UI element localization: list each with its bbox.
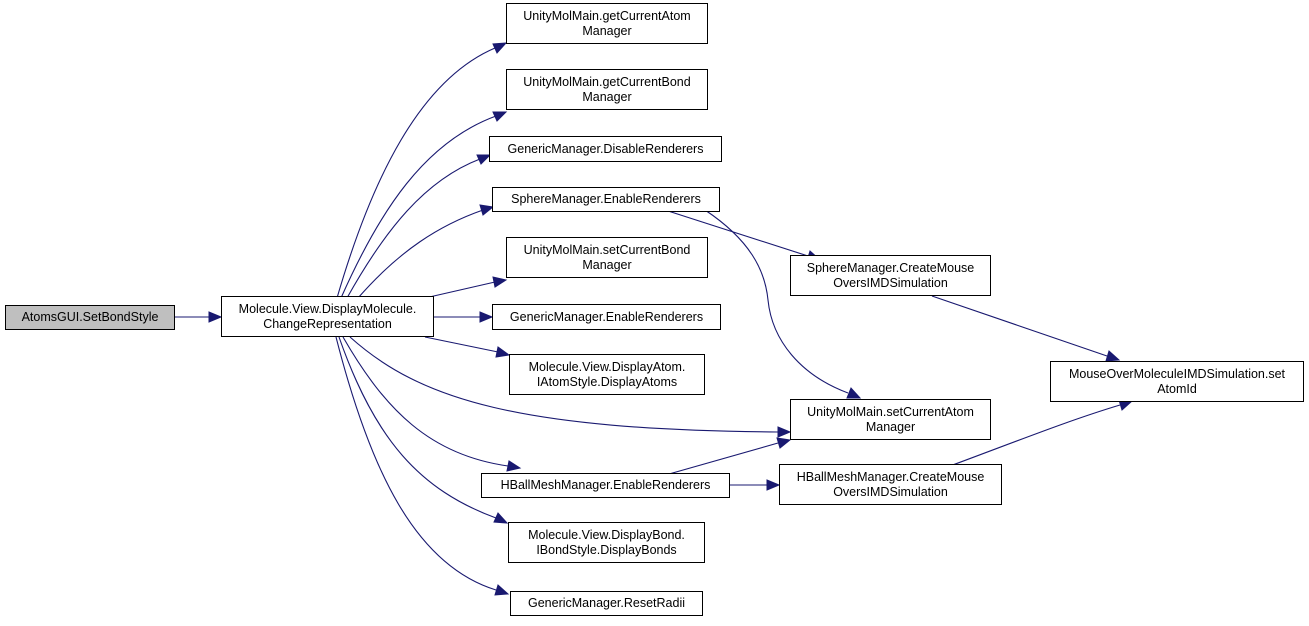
node-label-line: MouseOverMoleculeIMDSimulation.set [1068,366,1286,381]
edge-arrowhead [846,387,862,399]
node-label-line: HBallMeshManager.EnableRenderers [500,478,711,492]
node-label-line: Manager [582,23,632,38]
node-display-atoms[interactable]: Molecule.View.DisplayAtom. IAtomStyle.Di… [509,354,705,395]
node-label-line: OversIMDSimulation [833,275,948,290]
edge-change-representation-to-sphere-enable-renderers [357,209,484,299]
edge-arrowhead [495,346,511,358]
edge-change-representation-to-display-bonds [338,336,497,519]
node-label-line: Manager [582,257,632,272]
edge-arrowhead [492,111,508,122]
edge-change-representation-to-disable-renderers [346,158,481,299]
node-label-line: Manager [582,89,632,104]
edge-change-representation-to-get-current-atom-manager [336,47,496,299]
node-atomsgui-setbondstyle: AtomsGUI.SetBondStyle [5,305,175,330]
edge-arrowhead [506,460,522,472]
node-hball-enable-renderers[interactable]: HBallMeshManager.EnableRenderers [481,473,730,498]
edge-arrowhead [766,479,781,491]
edge-change-representation-to-display-atoms [424,336,499,353]
node-display-bonds[interactable]: Molecule.View.DisplayBond. IBondStyle.Di… [508,522,705,563]
edge-arrowhead [476,154,492,165]
node-label-line: GenericManager.DisableRenderers [507,141,704,156]
node-label-line: AtomId [1157,381,1197,396]
edge-sphere-enable-to-sphere-create [664,209,809,257]
edge-sphere-create-to-set-atom-id [931,295,1108,357]
edge-change-representation-to-get-current-bond-manager [340,115,497,299]
node-get-current-atom-manager[interactable]: UnityMolMain.getCurrentAtom Manager [506,3,708,44]
node-label-line: SphereManager.CreateMouse [806,260,975,275]
node-label-line: UnityMolMain.setCurrentBond [523,242,691,257]
node-label-line: Molecule.View.DisplayAtom. [528,359,686,374]
edge-sphere-enable-to-set-current-atom-manager [704,209,849,394]
edge-hball-enable-to-set-current-atom-manager [661,442,779,477]
node-label-line: UnityMolMain.setCurrentAtom [807,404,974,419]
node-generic-enable-renderers[interactable]: GenericManager.EnableRenderers [492,304,721,330]
node-set-atom-id[interactable]: MouseOverMoleculeIMDSimulation.set AtomI… [1050,361,1304,402]
node-label-line: OversIMDSimulation [833,484,948,499]
edge-arrowhead [777,426,792,438]
node-set-current-atom-manager[interactable]: UnityMolMain.setCurrentAtom Manager [790,399,991,440]
edge-change-representation-to-set-current-bond-manager [424,281,496,299]
node-set-current-bond-manager[interactable]: UnityMolMain.setCurrentBond Manager [506,237,708,278]
node-label-line: SphereManager.EnableRenderers [511,192,701,206]
node-hball-create-mouseovers[interactable]: HBallMeshManager.CreateMouse OversIMDSim… [779,464,1002,505]
node-label-line: UnityMolMain.getCurrentAtom [523,8,691,23]
node-label-line: GenericManager.EnableRenderers [509,309,704,324]
edge-hball-create-to-set-atom-id [949,404,1121,467]
node-sphere-create-mouseovers[interactable]: SphereManager.CreateMouse OversIMDSimula… [790,255,991,296]
edge-arrowhead [208,311,223,323]
node-label-line: AtomsGUI.SetBondStyle [21,310,159,324]
edge-arrowhead [492,42,508,54]
node-label-line: Molecule.View.DisplayBond. [528,527,685,542]
node-generic-disable-renderers[interactable]: GenericManager.DisableRenderers [489,136,722,162]
node-reset-radii[interactable]: GenericManager.ResetRadii [510,591,703,616]
node-label-line: ChangeRepresentation [263,316,392,331]
edge-arrowhead [479,311,494,323]
node-change-representation[interactable]: Molecule.View.DisplayMolecule. ChangeRep… [221,296,434,337]
node-label-line: IAtomStyle.DisplayAtoms [536,374,678,389]
node-sphere-enable-renderers[interactable]: SphereManager.EnableRenderers [492,187,720,212]
edge-change-representation-to-hball-enable-renderers [342,336,509,467]
edge-arrowhead [494,584,510,596]
node-label-line: GenericManager.ResetRadii [527,596,686,610]
edge-arrowhead [493,512,509,524]
edge-arrowhead [479,204,495,216]
node-label-line: Molecule.View.DisplayMolecule. [238,301,417,316]
node-label-line: Manager [865,419,916,434]
node-label-line: IBondStyle.DisplayBonds [536,542,677,557]
node-get-current-bond-manager[interactable]: UnityMolMain.getCurrentBond Manager [506,69,708,110]
node-label-line: UnityMolMain.getCurrentBond [523,74,691,89]
edge-arrowhead [492,276,508,288]
node-label-line: HBallMeshManager.CreateMouse [796,469,985,484]
edge-change-representation-to-reset-radii [335,336,497,591]
edge-change-representation-to-set-current-atom-manager [349,336,779,433]
edge-arrowhead [1105,350,1121,362]
edge-arrowhead [776,437,792,449]
